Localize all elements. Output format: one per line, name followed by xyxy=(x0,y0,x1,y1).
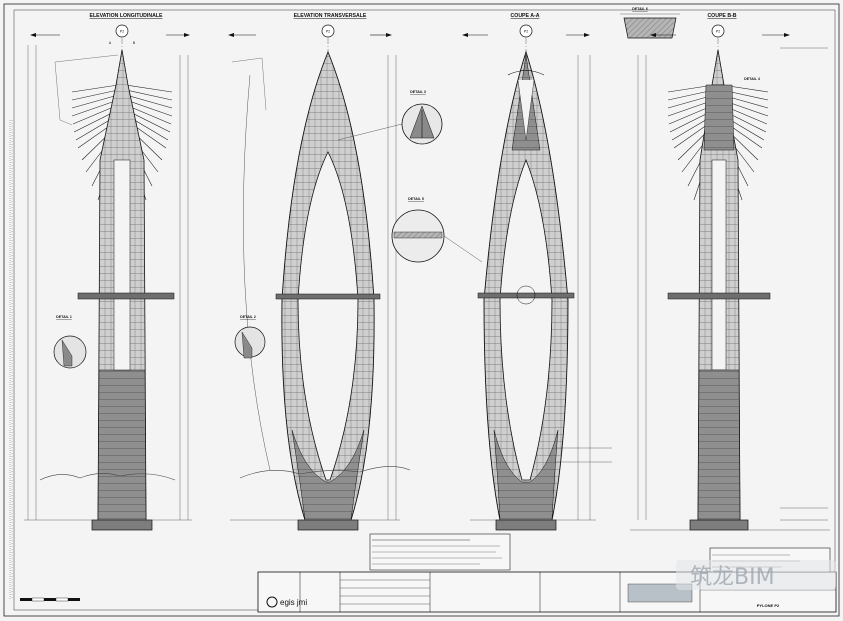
general-notes xyxy=(369,533,511,571)
view-title: ELEVATION LONGITUDINALE xyxy=(89,13,163,19)
detail-label: DETAIL 4 xyxy=(744,77,760,81)
cable-envelope xyxy=(54,54,119,126)
pylon-tag-bubble xyxy=(519,24,533,38)
watermark-text: 筑龙BIM xyxy=(690,565,775,590)
detail-6: DETAIL 6 xyxy=(620,7,680,39)
deck-cross-section xyxy=(623,17,677,39)
dimension-lines xyxy=(24,45,192,521)
deck-section xyxy=(667,292,771,300)
deck-section xyxy=(275,293,381,300)
pylon-tag-bubble xyxy=(711,24,725,38)
view-coupe-a-a: COUPE A-A P2 xyxy=(462,13,612,531)
view-elevation-transversale: ELEVATION TRANSVERSALE P2 DETAIL 2 DETAI… xyxy=(228,13,483,531)
view-coupe-b-b: COUPE B-B P2 DETAIL 4 xyxy=(630,13,830,531)
radius-arc xyxy=(243,74,271,471)
pylon-section-inner xyxy=(499,158,553,481)
scale-bar xyxy=(20,597,80,602)
detail-3-label: DETAIL 3 xyxy=(410,90,426,94)
ground-profile xyxy=(239,466,411,479)
pylon-tag: P2 xyxy=(120,30,124,34)
pylon-tag-bubble xyxy=(321,24,335,38)
pylon-tag-bubble xyxy=(115,24,129,38)
direction-arrow-left xyxy=(30,33,36,37)
pylon-void xyxy=(113,159,131,371)
drawing-subject: PYLONE P2 xyxy=(757,603,780,608)
pylon-void xyxy=(711,159,727,371)
detail-6-label: DETAIL 6 xyxy=(632,7,648,11)
detail-5-label: DETAIL 5 xyxy=(408,197,424,201)
pylon-mast-lower xyxy=(97,369,147,521)
section-markers: A B xyxy=(109,41,136,45)
margin-notes xyxy=(9,120,13,600)
pylon-tag: P2 xyxy=(524,30,528,34)
deck-section xyxy=(477,292,575,299)
watermark: 筑龙BIM xyxy=(676,560,836,590)
view-title: COUPE A-A xyxy=(511,13,540,19)
pylon-tag: P2 xyxy=(326,30,330,34)
view-title: ELEVATION TRANSVERSALE xyxy=(294,13,367,19)
pylon-section-lower xyxy=(493,429,559,521)
detail-label: DETAIL 1 xyxy=(56,315,72,319)
company-logo: egis jmi xyxy=(280,598,307,607)
pylon-foundation xyxy=(495,519,557,531)
pylon-foundation xyxy=(297,519,359,531)
ground-profile xyxy=(39,473,176,481)
section-a-marker: A xyxy=(109,41,112,45)
direction-arrow-right xyxy=(184,33,190,37)
view-title: COUPE B-B xyxy=(707,13,736,19)
detail-label: DETAIL 2 xyxy=(240,315,256,319)
detail-1-bubble xyxy=(53,335,87,369)
pylon-tag: P2 xyxy=(716,30,720,34)
pylon-foundation xyxy=(91,519,153,531)
deck-section xyxy=(77,292,175,300)
pylon-leaf-lower xyxy=(291,429,365,521)
pylon-foundation xyxy=(689,519,749,531)
section-b-marker: B xyxy=(133,41,136,45)
pylon-leaf-inner xyxy=(297,151,359,481)
view-elevation-longitudinale: ELEVATION LONGITUDINALE P2 xyxy=(24,13,192,531)
logo-mark xyxy=(266,596,278,608)
